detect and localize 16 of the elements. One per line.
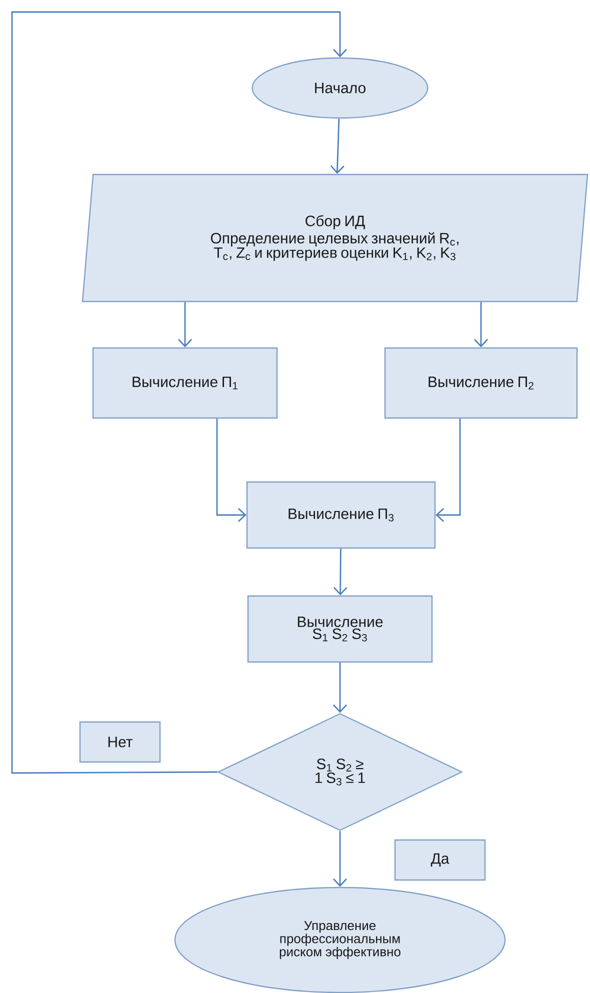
arrow — [178, 302, 192, 348]
arrow — [333, 548, 348, 596]
input-parallelogram: Сбор ИД Определение целевых значений R$_{c}$, T$_{c}$, Z$_{c}$ и критериев оценки K$_{1}$, K$_{2}$, K$_{3}$ — [82, 174, 588, 302]
process-box: Вычисление S$_{1}$ S$_{2}$ S$_{3}$ — [247, 595, 433, 663]
arrow — [216, 418, 246, 522]
label-box: Нет — [79, 721, 161, 763]
label-box: Да — [394, 839, 486, 881]
arrow — [436, 418, 461, 522]
arrow — [330, 118, 344, 174]
arrow — [332, 831, 348, 887]
arrow — [11, 11, 348, 774]
process-box: Вычисление П$_{2}$ — [384, 347, 578, 419]
process-box: Вычисление П$_{1}$ — [92, 347, 278, 419]
process-box: Вычисление П$_{3}$ — [246, 481, 436, 549]
arrow — [474, 302, 488, 348]
arrow — [332, 662, 348, 713]
